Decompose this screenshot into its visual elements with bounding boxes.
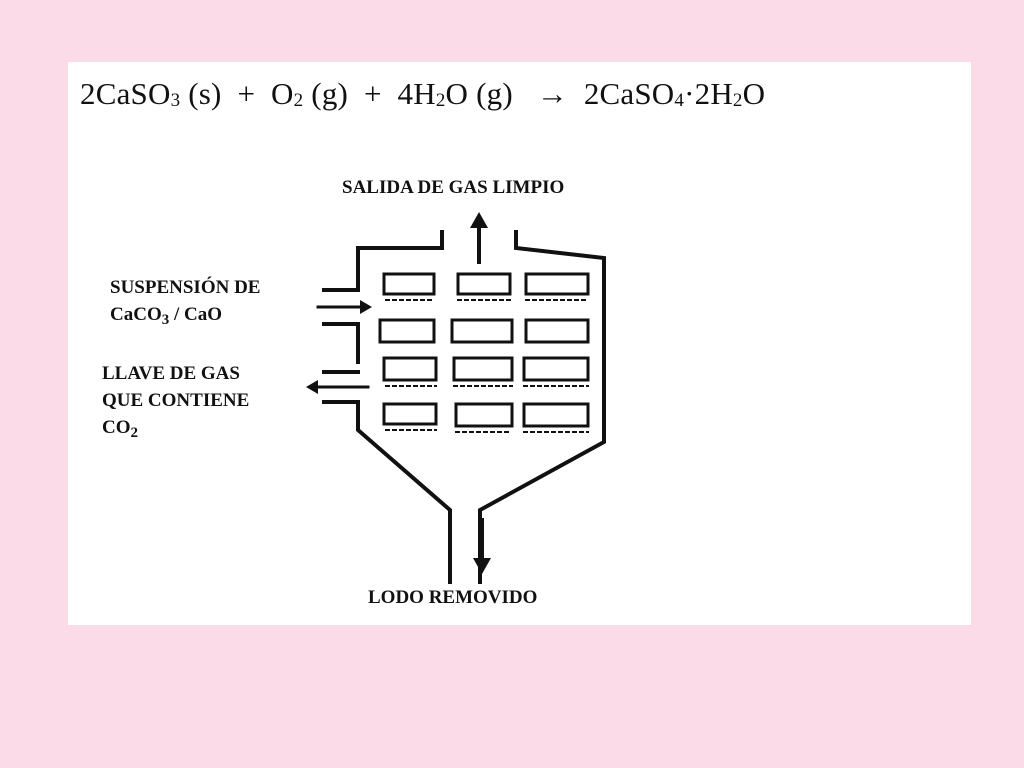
- hydrate-dot: ·2H: [684, 76, 733, 111]
- vessel-left-wall-lower: [356, 400, 452, 584]
- tray: [524, 318, 590, 344]
- bottom-outlet: [473, 518, 491, 574]
- suspension-label: SUSPENSIÓN DE CaCO3 / CaO: [110, 274, 260, 334]
- subscript: 3: [170, 90, 181, 111]
- subscript: 2: [435, 90, 446, 111]
- sludge-outlet-label: LODO REMOVIDO: [368, 587, 538, 608]
- bottom-arrow-icon: [473, 558, 491, 574]
- vessel-top-left-wall: [356, 230, 444, 292]
- inlet-arrow-icon: [360, 300, 372, 314]
- product: 2CaSO4·2H2O: [584, 76, 765, 111]
- gas-label-line1: LLAVE DE GAS: [102, 363, 240, 384]
- subscript: 3: [161, 312, 170, 328]
- spray-trays: [378, 272, 590, 433]
- scrubber-diagram: [306, 212, 606, 584]
- slide-panel: 2CaSO3 (s) + O2 (g) + 4H2O (g) → 2CaSO4·…: [68, 62, 971, 625]
- reaction-arrow: →: [536, 76, 568, 111]
- formula: H: [413, 76, 436, 111]
- top-outlet: [470, 212, 488, 264]
- tray: [378, 318, 436, 344]
- clean-gas-outlet-label: SALIDA DE GAS LIMPIO: [342, 177, 565, 198]
- top-arrow-icon: [470, 212, 488, 228]
- vessel-right-wall: [478, 230, 606, 584]
- tray-row-1: [382, 272, 590, 301]
- reactant-2: O2 (g): [271, 76, 348, 111]
- state: (s): [188, 76, 222, 111]
- gas-label-line3: CO2: [102, 414, 249, 447]
- tray: [382, 272, 436, 296]
- tray: [382, 356, 438, 382]
- coef: 4: [397, 76, 414, 111]
- subscript: 4: [674, 90, 685, 111]
- state: (g): [476, 76, 513, 111]
- suspension-label-line2: CaCO3 / CaO: [110, 301, 260, 334]
- tray: [382, 402, 438, 426]
- tray: [522, 402, 590, 428]
- tray-row-2: [378, 318, 590, 344]
- reactant-1: 2CaSO3 (s): [80, 76, 222, 111]
- tray-row-3: [382, 356, 590, 387]
- formula: CaSO: [95, 76, 171, 111]
- reaction-equation: 2CaSO3 (s) + O2 (g) + 4H2O (g) → 2CaSO4·…: [80, 76, 765, 112]
- subscript: 2: [732, 90, 743, 111]
- suspension-inlet: [316, 288, 372, 326]
- tray: [522, 356, 590, 382]
- formula: O: [271, 76, 294, 111]
- gas-label-line2: QUE CONTIENE: [102, 390, 250, 411]
- reactant-3: 4H2O (g): [398, 76, 513, 111]
- state: (g): [311, 76, 349, 111]
- tray: [524, 272, 590, 296]
- plus-sign: +: [237, 76, 256, 111]
- tray: [452, 356, 514, 382]
- tray: [450, 318, 514, 344]
- tray-row-4: [382, 402, 590, 433]
- subscript: 2: [293, 90, 304, 111]
- gas-inlet: [306, 370, 370, 404]
- tray: [454, 402, 514, 428]
- formula-tail: O: [445, 76, 469, 111]
- formula: CaCO: [110, 304, 162, 325]
- subscript: 2: [130, 425, 139, 441]
- gas-arrow-icon: [306, 380, 318, 394]
- formula-tail: O: [742, 76, 766, 111]
- formula-tail: / CaO: [169, 304, 223, 325]
- suspension-label-line1: SUSPENSIÓN DE: [110, 277, 261, 298]
- coef: 2: [80, 76, 96, 111]
- tray: [456, 272, 512, 296]
- coef: 2: [583, 76, 600, 111]
- formula: CaSO: [599, 76, 675, 111]
- formula: CO: [102, 417, 131, 438]
- gas-inlet-label: LLAVE DE GAS QUE CONTIENE CO2: [102, 360, 249, 447]
- plus-sign: +: [363, 76, 382, 111]
